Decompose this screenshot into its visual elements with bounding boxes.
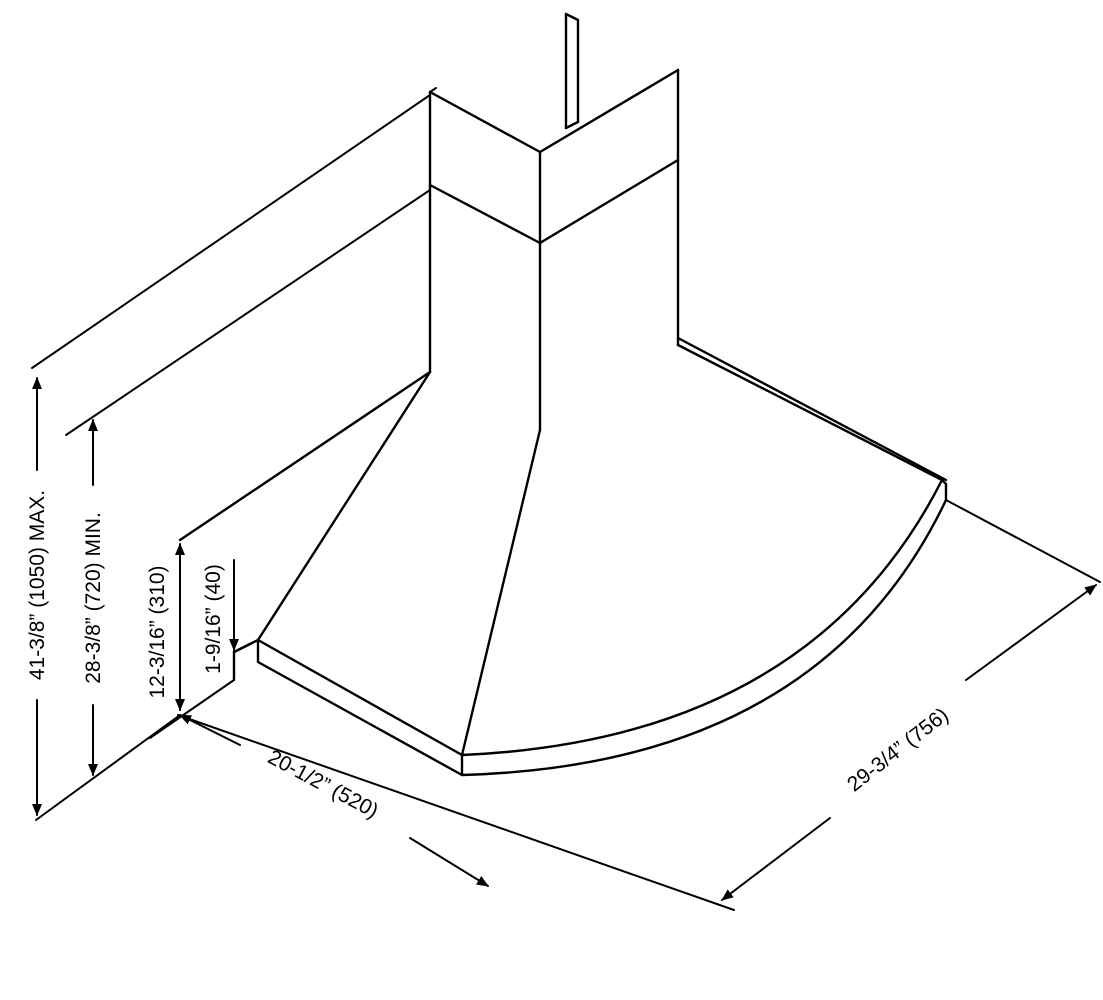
dimension-height-min-label: 28-3/8” (720) MIN. (82, 512, 105, 684)
dimension-edge-thickness: 1-9/16” (40) (202, 559, 239, 674)
dimension-side-depth-label: 20-1/2” (520) (264, 746, 382, 823)
dimension-hood-height-label: 12-3/16” (310) (146, 565, 169, 698)
dimension-edge-thickness-label: 1-9/16” (40) (202, 564, 225, 674)
dimension-height-min: 28-3/8” (720) MIN. (82, 419, 105, 776)
reference-lines (31, 94, 1101, 911)
dimension-height-max: 41-3/8” (1050) MAX. (26, 377, 49, 816)
dimension-height-max-label: 41-3/8” (1050) MAX. (26, 490, 49, 680)
dimension-front-width: 29-3/4” (756) (721, 584, 1097, 901)
dimension-hood-height: 12-3/16” (310) (146, 543, 185, 711)
dimension-side-depth: 20-1/2” (520) (179, 714, 489, 887)
dimension-front-width-label: 29-3/4” (756) (843, 703, 953, 796)
hood-canopy (178, 336, 948, 777)
chimney (428, 12, 680, 432)
